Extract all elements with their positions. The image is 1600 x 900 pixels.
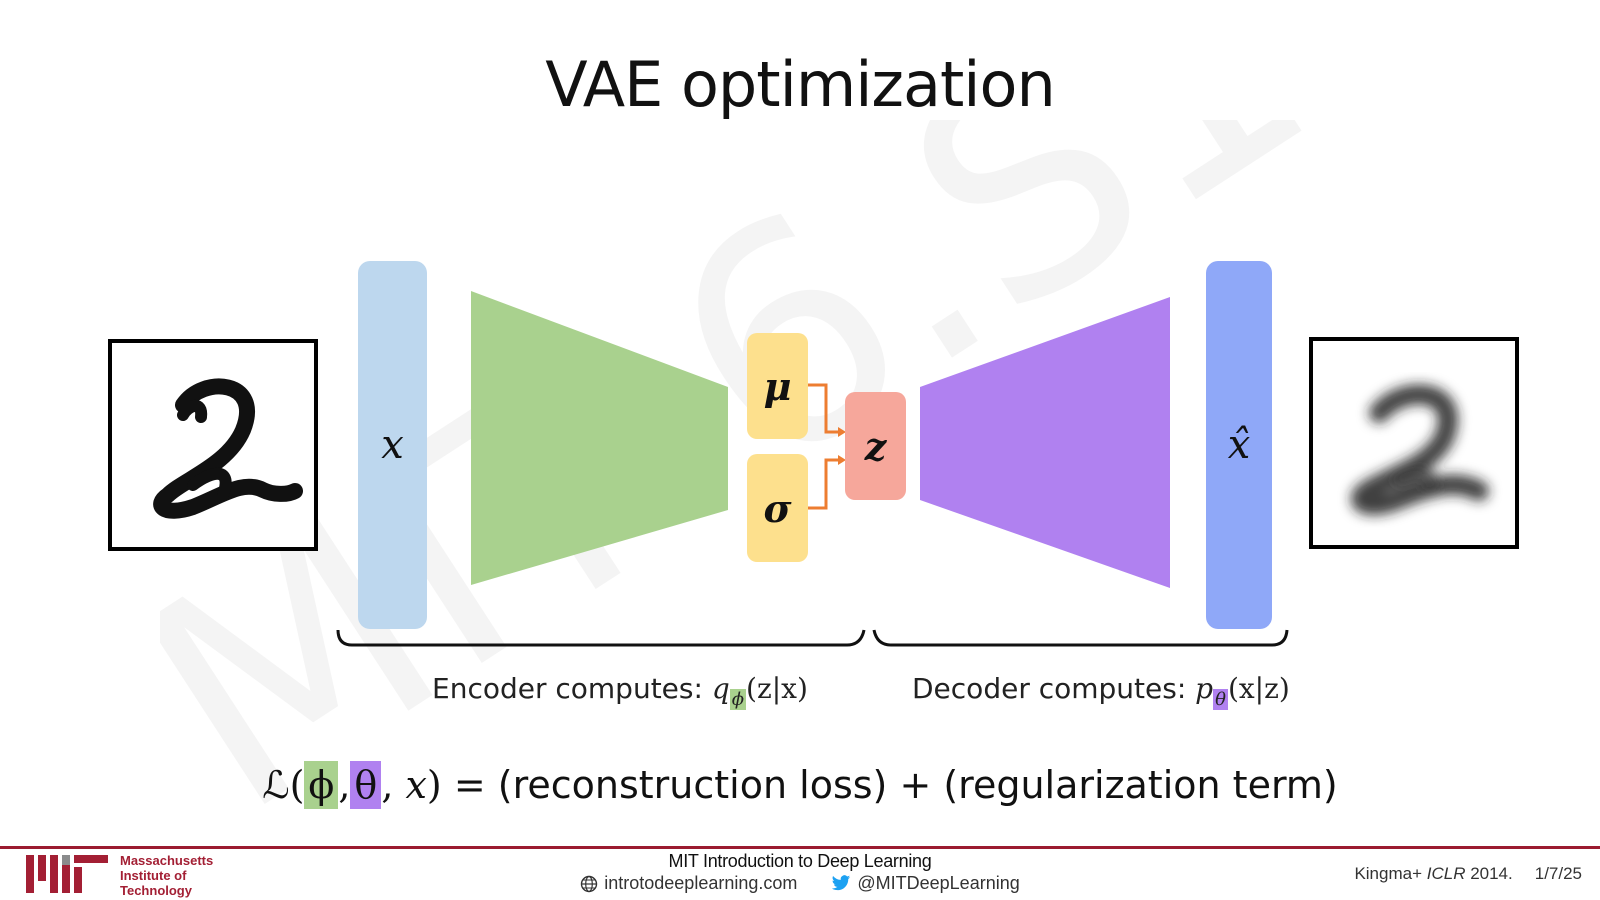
globe-icon [581, 875, 598, 892]
course-title: MIT Introduction to Deep Learning [668, 851, 932, 871]
slide-title: VAE optimization [545, 48, 1056, 121]
sigma-label: σ [763, 485, 792, 531]
loss-theta: θ [350, 761, 382, 809]
website-text: introtodeeplearning.com [604, 873, 798, 893]
reconstructed-digit-image [1309, 337, 1519, 549]
citation-year: 2014. [1465, 864, 1513, 883]
mu-box: μ [747, 333, 808, 439]
slide-date: 1/7/25 [1534, 864, 1582, 883]
mit-logo-icon [26, 855, 108, 893]
encoder-network [471, 291, 728, 585]
institution-line-1: Massachusetts [120, 853, 214, 868]
loss-close: ) [426, 763, 442, 807]
loss-symbol: ℒ( [262, 763, 305, 807]
twitter-handle: @MITDeepLearning [857, 873, 1020, 893]
input-layer-label: x [381, 422, 404, 468]
citation-venue: ICLR [1426, 864, 1466, 883]
encoder-brace [336, 629, 866, 647]
footer-divider [0, 846, 1600, 849]
decoder-p: p [1195, 672, 1214, 705]
citation-author: Kingma+ [1354, 864, 1427, 883]
institution-line-3: Technology [120, 883, 192, 898]
institution-line-2: Institute of [120, 868, 187, 883]
input-layer: x [358, 261, 427, 629]
encoder-caption-prefix: Encoder computes: [432, 672, 712, 705]
encoder-phi-subscript: ϕ [729, 689, 747, 710]
encoder-q: q [711, 672, 730, 705]
loss-x: x [405, 763, 427, 807]
loss-phi: ϕ [304, 761, 339, 809]
decoder-args: (x|z) [1227, 672, 1290, 705]
twitter-link[interactable]: @MITDeepLearning [831, 873, 1020, 894]
blurry-two-icon [1351, 384, 1489, 515]
z-label: z [864, 423, 887, 469]
sigma-to-z-arrow [808, 458, 840, 510]
mu-to-z-arrow [808, 383, 840, 434]
handwritten-two-icon [153, 378, 303, 519]
decoder-caption-prefix: Decoder computes: [912, 672, 1196, 705]
output-layer: x̂ [1206, 261, 1272, 629]
output-layer-label: x̂ [1227, 422, 1251, 468]
institution-name: Massachusetts Institute of Technology [120, 853, 213, 898]
website-link[interactable]: introtodeeplearning.com [580, 873, 797, 894]
decoder-network [920, 297, 1170, 588]
footer-citation: Kingma+ ICLR 2014. 1/7/25 [1354, 864, 1582, 884]
z-box: z [845, 392, 906, 500]
encoder-args: (z|x) [746, 672, 808, 705]
mu-label: μ [763, 363, 792, 409]
decoder-theta-subscript: θ [1213, 689, 1228, 710]
sigma-box: σ [747, 454, 808, 562]
loss-rhs: = (reconstruction loss) + (regularizatio… [441, 763, 1338, 807]
decoder-brace [872, 629, 1289, 647]
twitter-bird-icon [832, 875, 851, 891]
footer-course-info: MIT Introduction to Deep Learning introt… [560, 851, 1040, 894]
loss-equation: ℒ(ϕ,θ, x) = (reconstruction loss) + (reg… [262, 761, 1338, 809]
input-digit-image [108, 339, 318, 551]
